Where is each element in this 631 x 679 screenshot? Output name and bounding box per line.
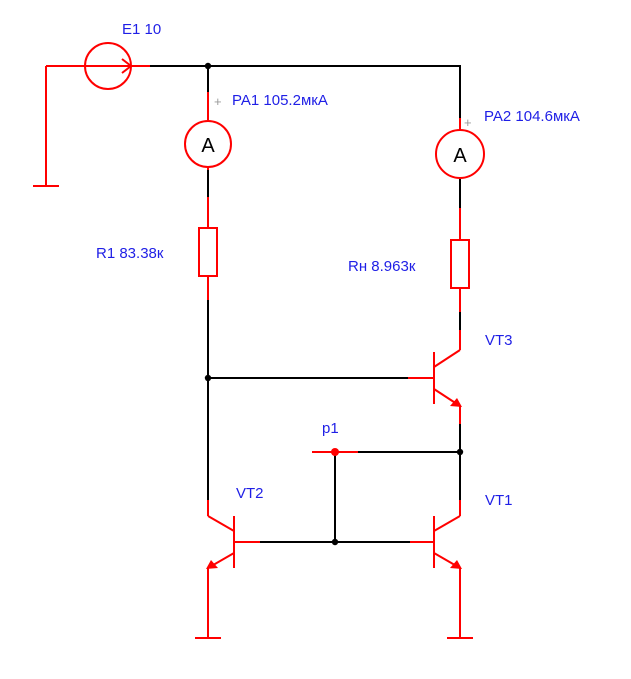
r1-label: R1 83.38к xyxy=(96,245,164,262)
vt1-transistor[interactable]: VT1 xyxy=(410,492,513,639)
rn-label: Rн 8.963к xyxy=(348,258,416,275)
vt2-emitter-arrow-icon xyxy=(206,560,218,569)
vt3-emitter-arrow-icon xyxy=(450,398,462,407)
pa1-symbol: A xyxy=(201,135,215,157)
junction-dot xyxy=(204,62,212,70)
r1-resistor[interactable]: R1 83.38к xyxy=(96,197,218,300)
p1-dot xyxy=(331,448,339,456)
pa2-plus-mark: + xyxy=(464,115,472,130)
r1-body xyxy=(198,227,218,277)
junction-dot xyxy=(204,374,212,382)
junction-dot xyxy=(456,448,464,456)
vt1-label: VT1 xyxy=(485,492,513,509)
pa1-ammeter[interactable]: A + PA1 105.2мкА xyxy=(184,92,328,170)
e1-arrow-icon xyxy=(121,58,133,74)
p1-label: p1 xyxy=(322,420,339,437)
pa2-symbol: A xyxy=(453,145,467,167)
junctions xyxy=(204,62,464,546)
vt3-transistor[interactable]: VT3 xyxy=(408,330,513,424)
vt1-emitter-arrow-icon xyxy=(450,560,462,569)
rn-resistor[interactable]: Rн 8.963к xyxy=(348,208,470,312)
rn-body xyxy=(450,239,470,289)
pa1-plus-mark: + xyxy=(214,94,222,109)
e1-label: E1 10 xyxy=(122,21,161,38)
vt3-label: VT3 xyxy=(485,332,513,349)
pa2-ammeter[interactable]: A + PA2 104.6мкА xyxy=(435,108,580,179)
vt1-collector xyxy=(433,515,461,532)
pa2-label: PA2 104.6мкА xyxy=(484,108,580,125)
e1-source[interactable]: E1 10 xyxy=(33,21,161,187)
vt2-label: VT2 xyxy=(236,485,264,502)
p1-probe[interactable]: p1 xyxy=(312,420,358,456)
wires xyxy=(149,65,461,543)
vt3-collector xyxy=(433,349,461,368)
vt2-transistor[interactable]: VT2 xyxy=(195,485,264,639)
junction-dot xyxy=(331,538,339,546)
pa2-circle xyxy=(435,129,485,179)
pa1-label: PA1 105.2мкА xyxy=(232,92,328,109)
vt2-collector xyxy=(207,515,235,532)
